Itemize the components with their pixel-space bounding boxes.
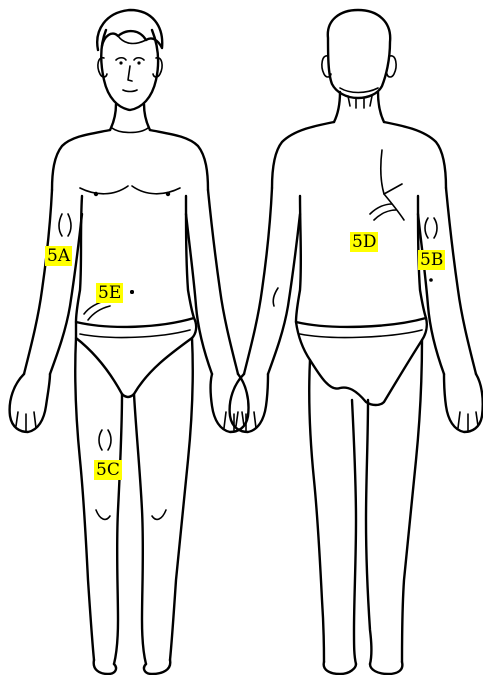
label-5e: 5E — [96, 283, 123, 303]
label-5c: 5C — [94, 460, 122, 480]
label-5a: 5A — [45, 246, 72, 266]
label-5b: 5B — [418, 250, 445, 270]
navel-dot — [130, 290, 134, 294]
scar-mark-5a — [59, 214, 62, 236]
dot-5b — [429, 278, 433, 282]
front-view-figure — [10, 10, 249, 674]
label-5d: 5D — [350, 232, 378, 252]
back-view-figure — [230, 10, 483, 674]
